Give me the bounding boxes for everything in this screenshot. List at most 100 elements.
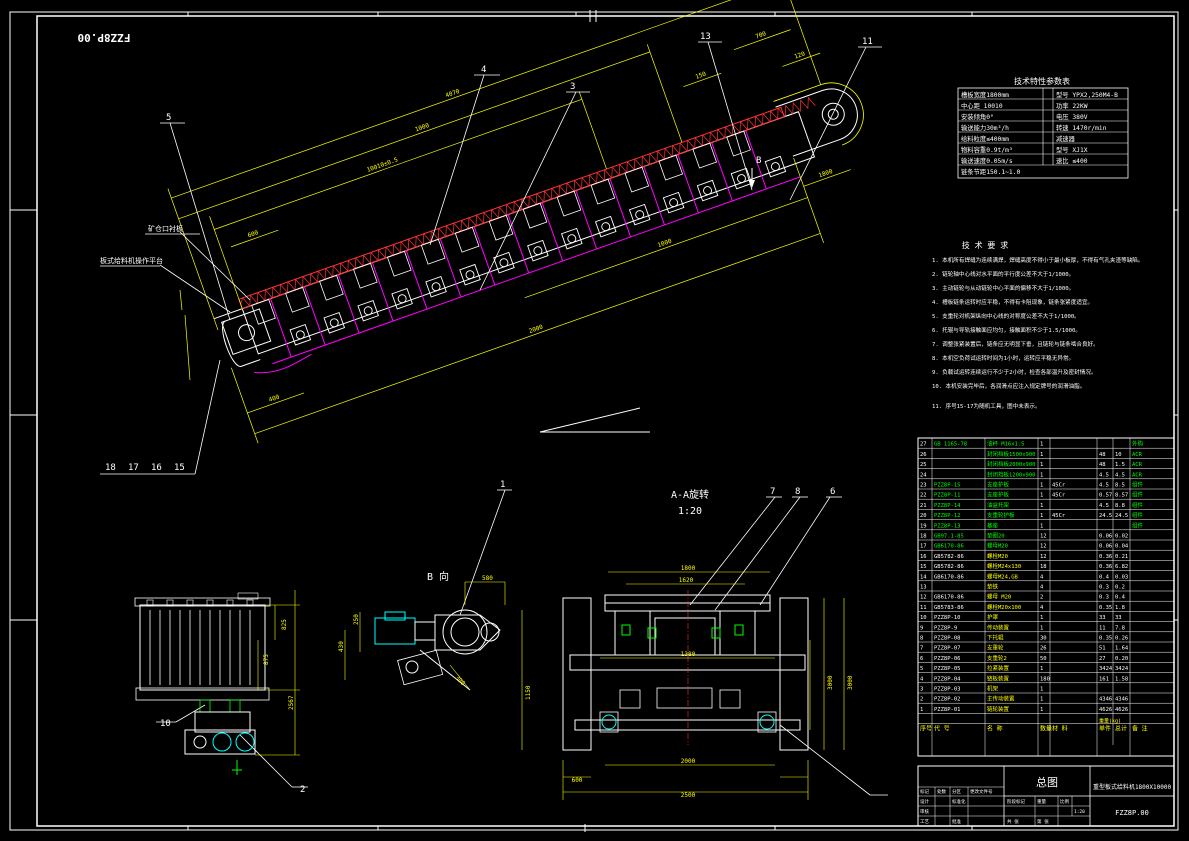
bom-cell: 螺栓M20 bbox=[987, 552, 1008, 560]
bom-cell: 拉紧装置 bbox=[987, 664, 1010, 672]
bom-cell: 0.26 bbox=[1115, 636, 1128, 642]
bom-cell: 护罩 bbox=[987, 613, 999, 621]
tb-stage: 阶段标记 bbox=[1007, 798, 1025, 805]
bom-cell: 链轮装置 bbox=[987, 705, 1010, 713]
balloon-7: 7 bbox=[770, 487, 775, 497]
bom-cell: PZZ8P-10 bbox=[934, 615, 961, 621]
bom-cell: 7.8 bbox=[1115, 625, 1125, 631]
balloon-17: 17 bbox=[128, 463, 139, 473]
bom-cell: GB6170-86 bbox=[934, 595, 964, 601]
balloon-13: 13 bbox=[700, 32, 711, 42]
bom-cell: 19 bbox=[920, 523, 927, 529]
bom-cell: PZZ8P-15 bbox=[934, 483, 961, 489]
bom-cell: PZZ8P-02 bbox=[934, 697, 961, 703]
bom-cell: GB5782-86 bbox=[934, 564, 964, 570]
bom-cell: 33 bbox=[1099, 615, 1106, 621]
tb-approve: 批准 bbox=[952, 818, 961, 825]
bom-cell: 4.5 bbox=[1099, 503, 1109, 509]
bom-cell: 4 bbox=[1040, 585, 1044, 591]
bom-cell: 4.5 bbox=[1115, 472, 1125, 478]
tech-req-9: 9. 负载试运转连续运行不少于2小时，检查各部温升及密封情况。 bbox=[932, 368, 1097, 376]
bom-cell: 组件 bbox=[1132, 481, 1144, 489]
bom-cell: 161 bbox=[1099, 676, 1109, 682]
tech-req-11: 11. 序号15-17为随机工具，图中未表示。 bbox=[932, 402, 1041, 410]
bom-cell: 垫铁 bbox=[987, 583, 999, 591]
bom-cell: 2 bbox=[920, 697, 923, 703]
dim-aa-1620: 1620 bbox=[679, 577, 694, 584]
bom-cell: GB97.1-85 bbox=[934, 534, 964, 540]
bom-cell: 24.5 bbox=[1099, 513, 1112, 519]
bom-cell: 1.58 bbox=[1115, 676, 1128, 682]
dim-aa-2000: 2000 bbox=[681, 758, 696, 765]
bom-cell: 6.82 bbox=[1115, 564, 1128, 570]
bom-cell: ACR bbox=[1132, 452, 1143, 458]
bom-cell: 0.02 bbox=[1115, 534, 1128, 540]
bom-cell: 12 bbox=[920, 595, 927, 601]
bom-cell: 1.8 bbox=[1115, 605, 1125, 611]
balloon-4: 4 bbox=[481, 65, 486, 75]
bom-cell: 12 bbox=[1040, 554, 1047, 560]
bom-cell: 下托辊 bbox=[987, 634, 1004, 642]
bom-cell: 链板装置 bbox=[987, 674, 1010, 682]
dim-1800: 1800 bbox=[818, 168, 834, 180]
bom-cell: 支重轮护板 bbox=[987, 511, 1015, 519]
dim-120: 120 bbox=[793, 50, 806, 60]
bom-cell: 22 bbox=[920, 493, 927, 499]
dim-580: 580 bbox=[482, 575, 493, 582]
tp-r4c1: 减速器 bbox=[1056, 134, 1076, 143]
bom-cell: 4 bbox=[1040, 605, 1044, 611]
view-b-label: B 向 bbox=[427, 570, 449, 583]
bom-cell: 组件 bbox=[1132, 501, 1144, 509]
tech-req-3: 3. 主动链轮与从动链轮中心平面的偏移不大于1/1000。 bbox=[932, 284, 1074, 292]
bom-cell: 12 bbox=[1040, 544, 1047, 550]
bom-header-cell: 代 号 bbox=[934, 725, 950, 733]
bom-cell: 50 bbox=[1040, 656, 1047, 662]
bom-cell: PZZ8P-05 bbox=[934, 666, 961, 672]
bom-header-cell: 名 称 bbox=[987, 725, 1003, 733]
bom-cell: 45Cr bbox=[1052, 513, 1066, 519]
dim-10010: 10010±0.5 bbox=[366, 156, 399, 174]
bom-cell: 8.57 bbox=[1115, 493, 1128, 499]
bom-cell: 8 bbox=[920, 636, 923, 642]
bom-cell: 支重轮2 bbox=[987, 654, 1007, 662]
bom-cell: 0.04 bbox=[1115, 544, 1129, 550]
bom-cell: PZZ8P-11 bbox=[934, 493, 961, 499]
bom-cell: 6 bbox=[920, 656, 923, 662]
tech-params-table: 技术特性参数表 bbox=[957, 76, 1129, 179]
tp-r4c0: 给料粒度≤400mm bbox=[961, 134, 1009, 143]
inner-border bbox=[36, 15, 1175, 827]
bom-cell: 16 bbox=[920, 554, 927, 560]
bom-cell: 4 bbox=[1040, 574, 1044, 580]
dim-600: 600 bbox=[247, 229, 260, 239]
bom-cell: PZZ8P-01 bbox=[934, 707, 961, 713]
bom-cell: 封闭挡板1500x900 bbox=[987, 450, 1036, 458]
bom-cell: 1 bbox=[1040, 687, 1043, 693]
tb-sheets: 共 张 bbox=[1007, 818, 1019, 825]
balloon-10: 10 bbox=[160, 719, 171, 729]
bom-cell: 垫圈20 bbox=[987, 532, 1005, 540]
bom-cell: 1 bbox=[1040, 452, 1043, 458]
balloon-8: 8 bbox=[795, 487, 800, 497]
tp-r2c0: 安装倾角0° bbox=[961, 112, 994, 121]
bom-cell: 8.5 bbox=[1115, 483, 1125, 489]
tp-r3c1: 转速 1470r/min bbox=[1056, 123, 1107, 132]
tb-weight: 重量 bbox=[1037, 798, 1046, 805]
dim-875: 875 bbox=[263, 654, 270, 665]
bom-cell: 封闭挡板1200x900 bbox=[987, 470, 1036, 478]
tp-r2c1: 电压 380V bbox=[1056, 112, 1088, 121]
balloon-11: 11 bbox=[862, 37, 873, 47]
tb-scale: 比例 bbox=[1060, 798, 1069, 805]
balloon-5: 5 bbox=[166, 113, 171, 123]
bom-cell: ACR bbox=[1132, 462, 1143, 468]
bom-cell: 1 bbox=[1040, 707, 1043, 713]
bom-cell: 30 bbox=[1040, 636, 1047, 642]
product-name: 重型板式给料机1800X10000 bbox=[1093, 783, 1172, 791]
bom-cell: 1 bbox=[1040, 697, 1043, 703]
bom-cell: 封闭挡板2000x900 bbox=[987, 460, 1036, 468]
bom-cell: ACR bbox=[1132, 472, 1143, 478]
bom-cell: 1 bbox=[920, 707, 923, 713]
tech-requirements: 技 术 要 求 1. 本机所有焊缝为连续满焊，焊缝高度不得小于最小板厚，不得有气… bbox=[932, 240, 1143, 410]
bom-cell: 0.06 bbox=[1099, 534, 1112, 540]
main-view: 4070 1000 10010±0.5 600 150 700 120 400 … bbox=[100, 0, 864, 444]
bom-cell: 27 bbox=[1099, 656, 1106, 662]
